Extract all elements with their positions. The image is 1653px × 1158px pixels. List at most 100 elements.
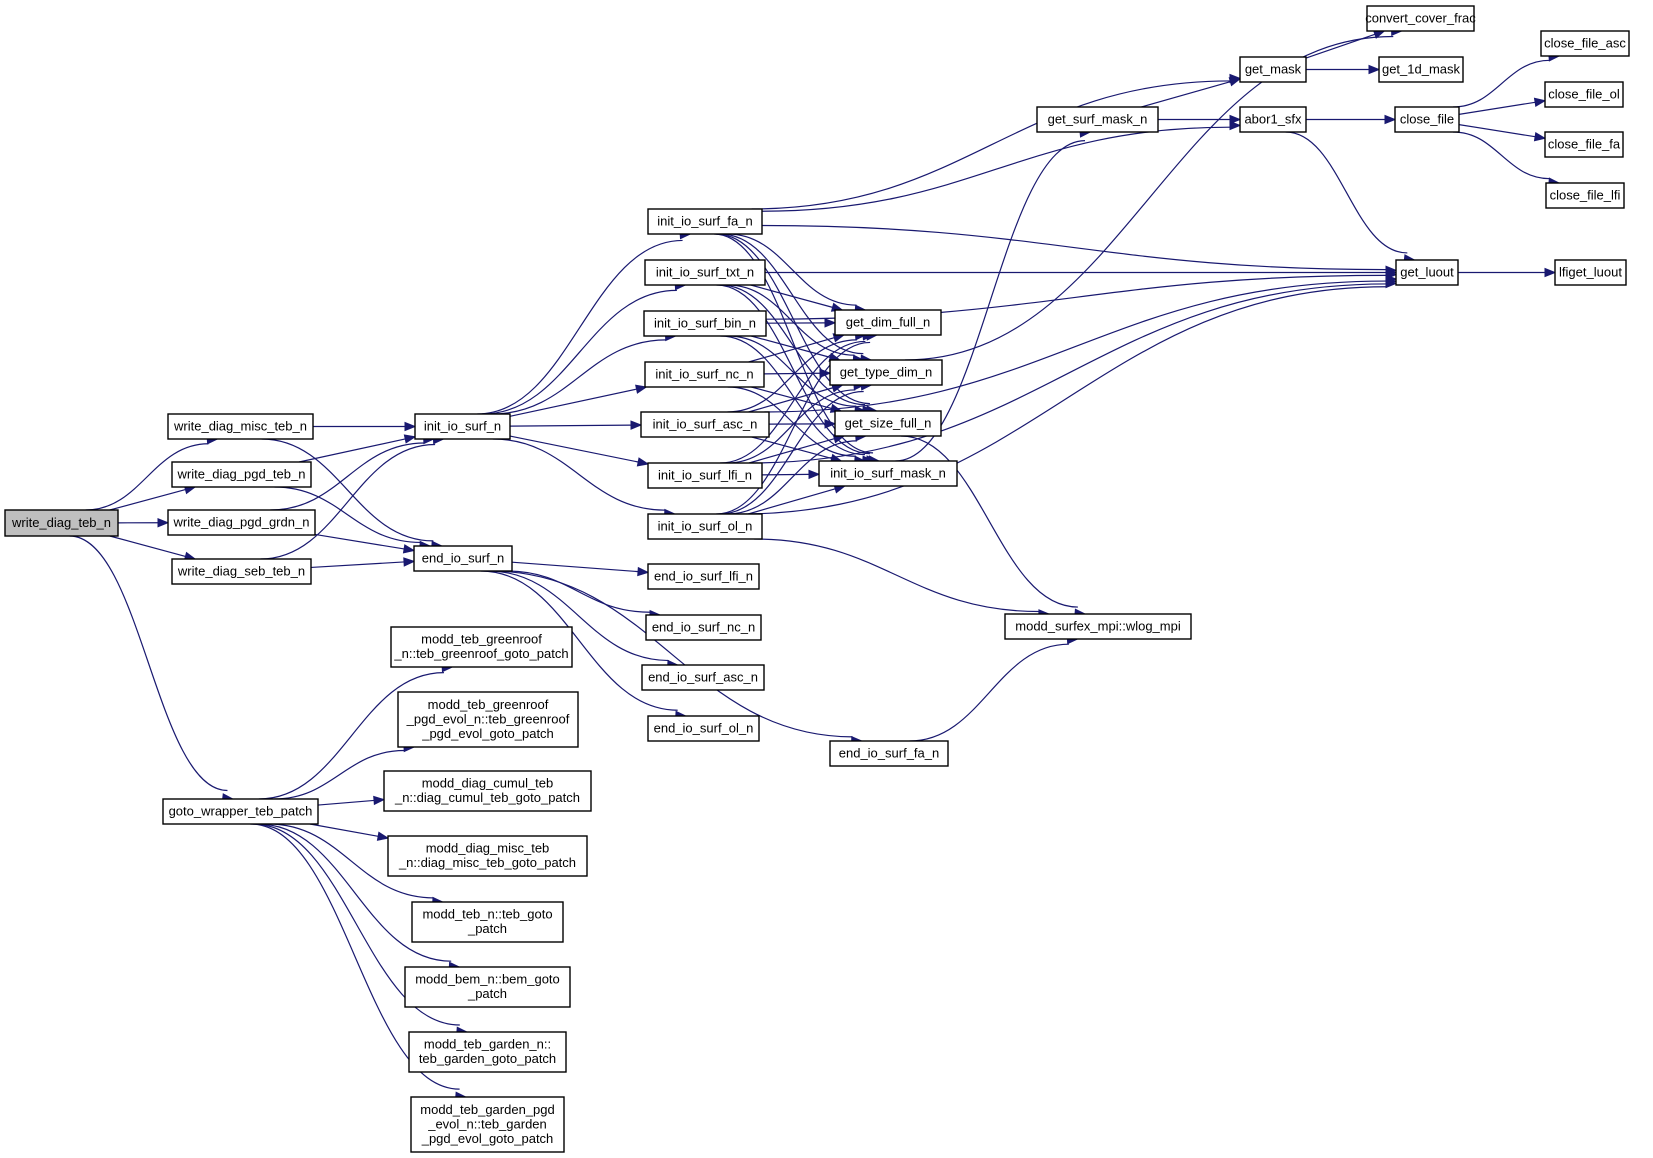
node-box[interactable] — [643, 310, 767, 337]
node-end-io-surf-fa-n[interactable]: end_io_surf_fa_n — [829, 740, 949, 767]
node-box[interactable] — [1395, 259, 1459, 286]
node-modd-diag-cumul-teb-goto[interactable]: modd_diag_cumul_teb_n::diag_cumul_teb_go… — [383, 770, 592, 812]
node-end-io-surf-n[interactable]: end_io_surf_n — [413, 545, 513, 572]
node-write-diag-pgd-grdn-n[interactable]: write_diag_pgd_grdn_n — [167, 509, 316, 536]
node-init-io-surf-bin-n[interactable]: init_io_surf_bin_n — [643, 310, 767, 337]
node-box[interactable] — [408, 1031, 567, 1073]
node-box[interactable] — [383, 770, 592, 812]
node-box[interactable] — [640, 411, 770, 438]
node-box[interactable] — [1554, 259, 1627, 286]
node-get-surf-mask-n[interactable]: get_surf_mask_n — [1036, 106, 1159, 133]
node-box[interactable] — [1004, 613, 1192, 640]
node-modd-teb-greenroof-pgd-evol-goto[interactable]: modd_teb_greenroof_pgd_evol_n::teb_green… — [397, 691, 579, 748]
node-write-diag-pgd-teb-n[interactable]: write_diag_pgd_teb_n — [171, 461, 312, 488]
node-box[interactable] — [1544, 81, 1624, 108]
node-write-diag-teb-n[interactable]: write_diag_teb_n — [4, 509, 119, 537]
node-box[interactable] — [387, 835, 588, 877]
node-box[interactable] — [647, 208, 763, 235]
edge-line — [509, 424, 632, 427]
node-box[interactable] — [834, 309, 942, 336]
node-get-mask[interactable]: get_mask — [1239, 56, 1307, 83]
node-init-io-surf-fa-n[interactable]: init_io_surf_fa_n — [647, 208, 763, 235]
node-box[interactable] — [829, 359, 943, 386]
node-box[interactable] — [1366, 5, 1475, 32]
node-end-io-surf-lfi-n[interactable]: end_io_surf_lfi_n — [647, 563, 760, 590]
node-write-diag-seb-teb-n[interactable]: write_diag_seb_teb_n — [171, 558, 312, 585]
node-lfiget-luout[interactable]: lfiget_luout — [1554, 259, 1627, 286]
node-modd-teb-garden-pgd-evol-goto[interactable]: modd_teb_garden_pgd_evol_n::teb_garden_p… — [410, 1096, 565, 1153]
node-close-file[interactable]: close_file — [1394, 106, 1460, 133]
edge-line — [69, 535, 228, 792]
node-init-io-surf-asc-n[interactable]: init_io_surf_asc_n — [640, 411, 770, 438]
edge-line — [250, 823, 460, 1090]
node-box[interactable] — [404, 966, 571, 1008]
node-box[interactable] — [413, 545, 513, 572]
node-end-io-surf-nc-n[interactable]: end_io_surf_nc_n — [645, 614, 762, 641]
node-box[interactable] — [397, 691, 579, 748]
node-get-luout[interactable]: get_luout — [1395, 259, 1459, 286]
node-close-file-asc[interactable]: close_file_asc — [1540, 30, 1630, 57]
node-get-1d-mask[interactable]: get_1d_mask — [1378, 56, 1464, 83]
node-init-io-surf-n[interactable]: init_io_surf_n — [414, 413, 511, 440]
node-box[interactable] — [411, 901, 564, 943]
node-box[interactable] — [1239, 106, 1307, 133]
node-init-io-surf-mask-n[interactable]: init_io_surf_mask_n — [818, 460, 958, 487]
node-abor1-sfx[interactable]: abor1_sfx — [1239, 106, 1307, 133]
node-box[interactable] — [410, 1096, 565, 1153]
node-modd-teb-goto[interactable]: modd_teb_n::teb_goto_patch — [411, 901, 564, 943]
node-init-io-surf-txt-n[interactable]: init_io_surf_txt_n — [644, 259, 766, 286]
node-label: convert_cover_frac — [1365, 10, 1476, 25]
node-box[interactable] — [647, 563, 760, 590]
node-box[interactable] — [641, 664, 765, 691]
edge-write_diag_pgd_grdn_n-to-end_io_surf_n — [314, 533, 416, 554]
node-box[interactable] — [414, 413, 511, 440]
node-box[interactable] — [829, 740, 949, 767]
node-box[interactable] — [818, 460, 958, 487]
node-box[interactable] — [1378, 56, 1464, 83]
node-end-io-surf-asc-n[interactable]: end_io_surf_asc_n — [641, 664, 765, 691]
node-close-file-lfi[interactable]: close_file_lfi — [1545, 182, 1625, 209]
node-get-type-dim-n[interactable]: get_type_dim_n — [829, 359, 943, 386]
node-modd-teb-garden-goto[interactable]: modd_teb_garden_n::teb_garden_goto_patch — [408, 1031, 567, 1073]
node-end-io-surf-ol-n[interactable]: end_io_surf_ol_n — [647, 715, 760, 742]
node-box[interactable] — [1544, 131, 1624, 158]
node-box[interactable] — [834, 410, 942, 437]
node-init-io-surf-nc-n[interactable]: init_io_surf_nc_n — [644, 361, 765, 388]
node-box[interactable] — [647, 715, 760, 742]
node-box[interactable] — [645, 614, 762, 641]
node-box[interactable] — [1540, 30, 1630, 57]
node-box[interactable] — [1239, 56, 1307, 83]
node-box[interactable] — [167, 509, 316, 536]
node-write-diag-misc-teb-n[interactable]: write_diag_misc_teb_n — [167, 413, 314, 440]
node-box[interactable] — [1545, 182, 1625, 209]
node-close-file-fa[interactable]: close_file_fa — [1544, 131, 1624, 158]
edge-line — [298, 438, 406, 463]
node-convert-cover-frac[interactable]: convert_cover_frac — [1365, 5, 1476, 32]
node-box[interactable] — [647, 462, 763, 489]
node-get-dim-full-n[interactable]: get_dim_full_n — [834, 309, 942, 336]
edge-line — [490, 570, 853, 738]
node-init-io-surf-ol-n[interactable]: init_io_surf_ol_n — [647, 513, 763, 540]
node-box[interactable] — [1036, 106, 1159, 133]
node-box[interactable] — [4, 509, 119, 537]
node-wlog-mpi[interactable]: modd_surfex_mpi::wlog_mpi — [1004, 613, 1192, 640]
node-box[interactable] — [647, 513, 763, 540]
node-box[interactable] — [171, 558, 312, 585]
node-box[interactable] — [644, 361, 765, 388]
node-box[interactable] — [171, 461, 312, 488]
node-close-file-ol[interactable]: close_file_ol — [1544, 81, 1624, 108]
node-modd-bem-goto[interactable]: modd_bem_n::bem_goto_patch — [404, 966, 571, 1008]
node-box[interactable] — [644, 259, 766, 286]
edge-init_io_surf_fa_n-to-get_mask — [751, 73, 1242, 210]
node-box[interactable] — [390, 626, 573, 668]
node-box[interactable] — [1394, 106, 1460, 133]
node-box[interactable] — [162, 798, 319, 825]
node-modd-teb-greenroof-goto[interactable]: modd_teb_greenroof_n::teb_greenroof_goto… — [390, 626, 573, 668]
node-box[interactable] — [167, 413, 314, 440]
edge-goto_wrapper_teb_patch-to-modd_diag_cumul_teb_goto — [317, 795, 386, 806]
node-init-io-surf-lfi-n[interactable]: init_io_surf_lfi_n — [647, 462, 763, 489]
node-get-size-full-n[interactable]: get_size_full_n — [834, 410, 942, 437]
node-modd-diag-misc-teb-goto[interactable]: modd_diag_misc_teb_n::diag_misc_teb_goto… — [387, 835, 588, 877]
node-goto-wrapper-teb-patch[interactable]: goto_wrapper_teb_patch — [162, 798, 319, 825]
